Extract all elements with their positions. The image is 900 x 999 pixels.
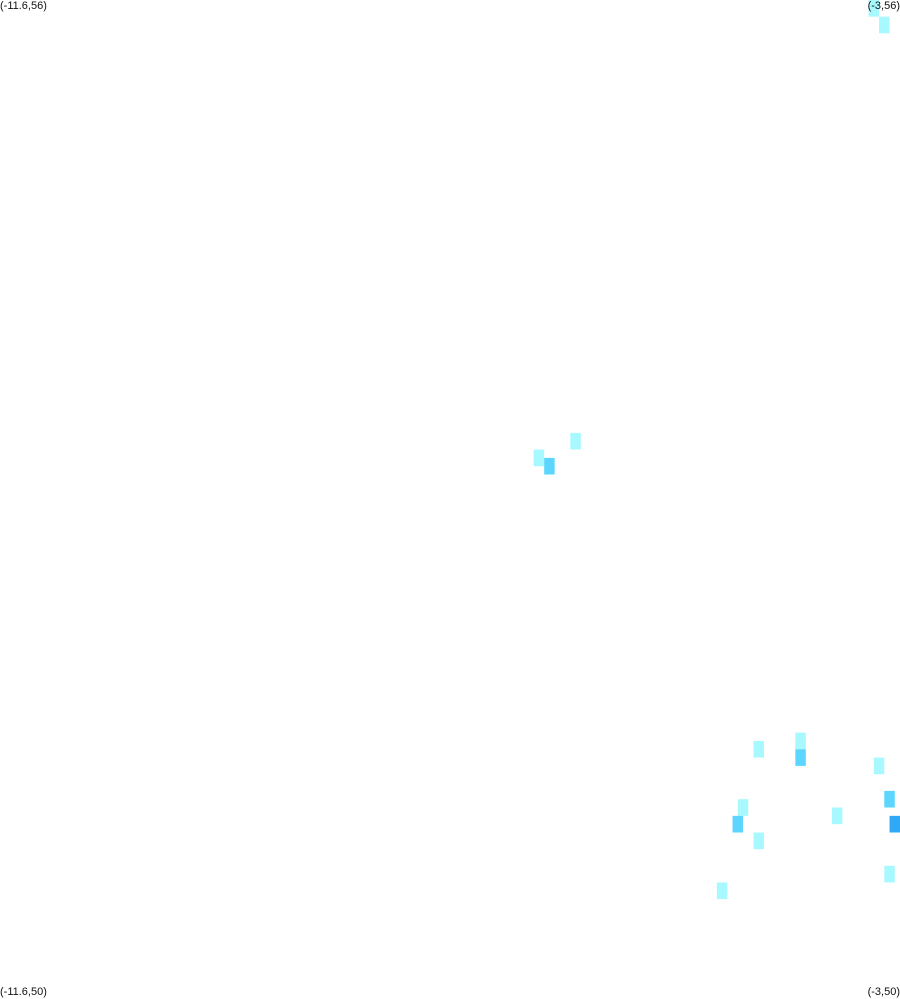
heatmap-cell <box>868 0 880 17</box>
heatmap-cell <box>884 790 895 808</box>
corner-label-top-left: (-11.6,56) <box>0 0 47 12</box>
heatmap-cell <box>533 449 545 467</box>
heatmap-cell <box>889 815 900 833</box>
heatmap-cell <box>879 16 890 34</box>
heatmap-cells <box>533 0 900 900</box>
heatmap-cell <box>884 865 895 883</box>
heatmap-cell <box>795 732 806 750</box>
corner-label-bottom-right: (-3,50) <box>867 986 900 998</box>
heatmap-cell <box>753 832 764 850</box>
heatmap-cell <box>737 799 749 816</box>
corner-label-bottom-left: (-11.6,50) <box>0 986 47 998</box>
heatmap-cell <box>753 740 764 758</box>
heatmap-cell <box>795 749 806 766</box>
heatmap-cell <box>873 757 885 775</box>
heatmap-cell <box>570 432 581 450</box>
heatmap-cell <box>544 457 555 475</box>
heatmap-cell <box>831 807 843 825</box>
heatmap-cell <box>716 882 728 900</box>
corner-label-top-right: (-3,56) <box>867 0 900 12</box>
heatmap-cell <box>732 815 744 833</box>
